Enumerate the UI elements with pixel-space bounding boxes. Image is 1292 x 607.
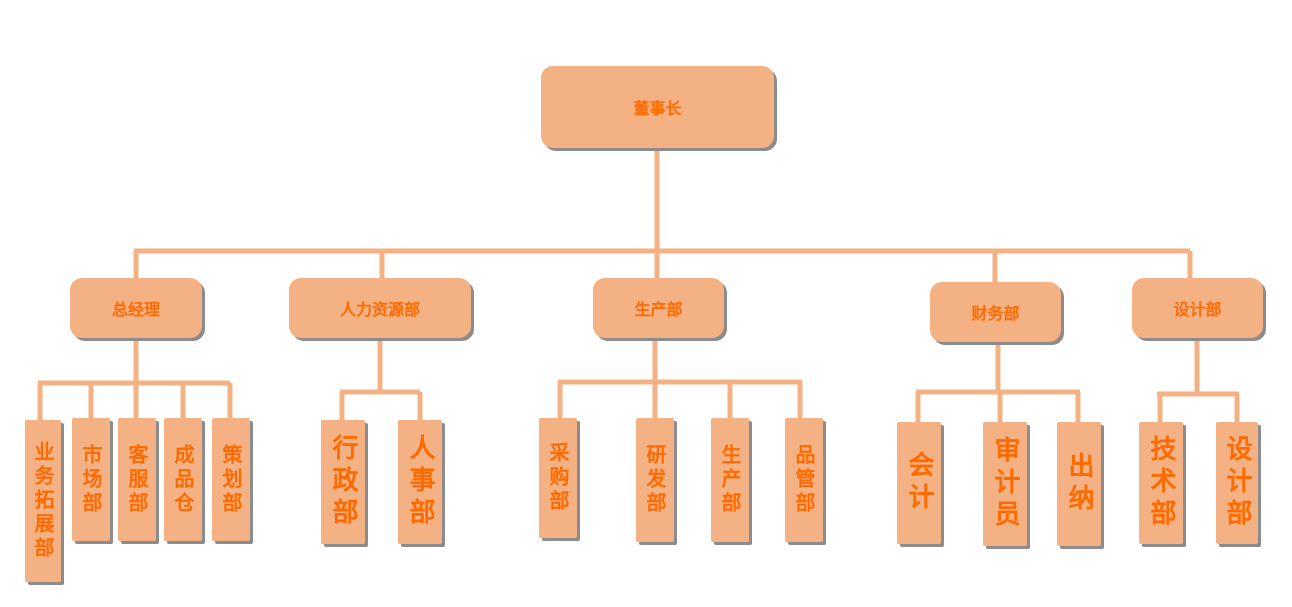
- node-technology[interactable]: 技术部: [1139, 422, 1183, 544]
- node-accounting[interactable]: 会计: [897, 422, 941, 544]
- node-production-department[interactable]: 生产部: [593, 278, 724, 338]
- node-business-development[interactable]: 业务拓展部: [25, 420, 61, 582]
- node-chairman[interactable]: 董事长: [541, 66, 774, 148]
- node-finance-department[interactable]: 财务部: [930, 282, 1061, 342]
- node-administration[interactable]: 行政部: [321, 420, 365, 544]
- node-planning[interactable]: 策划部: [212, 418, 250, 541]
- node-finished-goods-warehouse[interactable]: 成品仓: [164, 418, 202, 541]
- node-manufacturing[interactable]: 生产部: [711, 418, 749, 542]
- node-design[interactable]: 设计部: [1216, 422, 1258, 544]
- node-auditor[interactable]: 审计员: [983, 422, 1027, 546]
- node-hr-department[interactable]: 人力资源部: [289, 278, 471, 338]
- node-general-manager[interactable]: 总经理: [70, 278, 202, 338]
- node-quality-control[interactable]: 品管部: [785, 418, 823, 542]
- node-customer-service[interactable]: 客服部: [118, 418, 156, 541]
- node-personnel[interactable]: 人事部: [398, 420, 442, 544]
- node-purchasing[interactable]: 采购部: [539, 418, 577, 538]
- node-marketing[interactable]: 市场部: [72, 418, 110, 541]
- node-cashier[interactable]: 出纳: [1057, 422, 1101, 546]
- node-research-development[interactable]: 研发部: [636, 418, 674, 542]
- node-design-department[interactable]: 设计部: [1132, 278, 1263, 338]
